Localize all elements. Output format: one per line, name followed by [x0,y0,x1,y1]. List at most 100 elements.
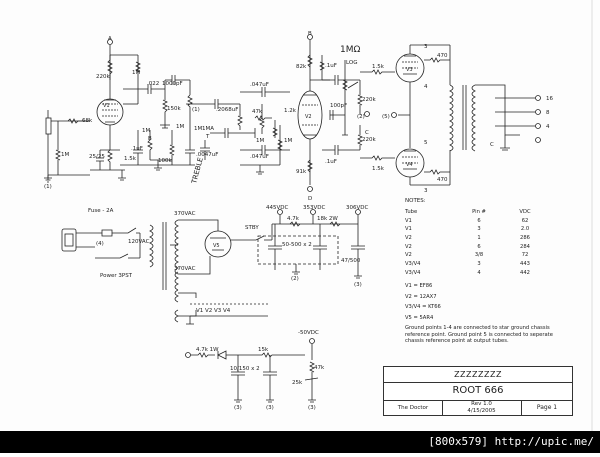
cell: 284 [520,243,530,250]
label-log: LOG [346,60,357,66]
label-node-d: D [308,196,312,202]
label-r-1m-d: 1M [256,138,264,144]
label-neg50vdc: -50VDC [298,330,319,336]
tube-def: V1 = EF86 [405,283,433,290]
label-pin-4: 4 [424,84,428,90]
label-r-1-5k-b: 1.5k [372,64,385,70]
label-gnd-2a: (2) [357,114,365,120]
label-c-50-500: 50-500 x 2 [282,242,312,248]
label-c-022: .022 [147,81,159,87]
label-120vac: 120VAC [128,239,150,245]
label-v1: V1 [103,103,110,109]
label-c-047a: .047uF [250,82,269,88]
notes-col-pin: Pin # [472,208,486,215]
label-r-18k: 18k 2W [317,216,338,222]
label-b: B [148,136,152,142]
cell: 62 [521,217,529,224]
label-gnd-3b: (3) [266,405,274,411]
output-stage [391,44,541,186]
label-t: T [205,134,210,140]
label-r-220k-b: 220k [362,97,376,103]
label-r-1m-in: 1M [61,152,69,158]
cell: V3/V4 [405,269,421,276]
tube-def: V3/V4 = KT66 [405,304,441,311]
label-r-91k: 91k [296,169,307,175]
label-r-470-a: 470 [437,53,448,59]
label-r-1-5k: 1.5k [124,156,137,162]
label-r-4-7k: 4.7k [287,216,300,222]
cell: 6 [477,217,481,224]
label-v5: V5 [213,243,220,249]
iec-inlet [61,228,77,252]
label-gnd-3c: (3) [308,405,316,411]
label-353vdc: 353VDC [303,205,325,211]
cell: 72 [521,252,529,259]
label-c-1000pf: 1000pF [162,81,183,87]
label-r-150k: 150k [167,106,181,112]
title-name: ROOT 666 [384,382,572,401]
cell: 3 [477,261,481,267]
label-gnd-1a: (1) [44,184,52,190]
label-power-switch: Power 3PST [100,273,133,279]
cell: V3/V4 [405,261,421,267]
tube-def: V5 = 5AR4 [405,314,434,321]
phase-inverter [297,34,395,192]
label-c-25-25: 25/25 [89,154,105,160]
power-supply [61,209,365,403]
label-gnd-3d: (3) [354,282,362,288]
label-fuse: Fuse - 2A [88,208,114,214]
revision: Rev 1.0 [471,401,492,407]
revision-box: Rev 1.0 4/15/2005 [442,400,522,416]
label-gnd-5: (5) [382,114,390,120]
label-r-1-5k-c: 1.5k [372,166,385,172]
label-pot-1ma: 1MA [202,126,214,132]
label-r-15k: 15k [258,347,269,353]
label-r-100k: 100k [158,158,172,164]
label-pin-3a: 3 [424,44,428,50]
label-370vac-a: 370VAC [174,211,196,217]
resistor-1m-input [55,121,61,175]
label-stby: STBY [245,225,259,231]
label-out-c: C [490,142,494,148]
tube-def: V2 = 12AX7 [405,293,437,300]
label-pot-25k: 25k [292,380,303,386]
label-r-1-2k: 1.2k [284,108,297,114]
label-445vdc: 445VDC [266,205,288,211]
label-r-47k-b: 47k [314,365,325,371]
label-r-1m-c: 1M [176,124,184,130]
cell: V2 [405,234,412,241]
label-gnd-1b: (1) [192,107,200,113]
tube-definitions: V1 = EF86 V2 = 12AX7 V3/V4 = KT66 V5 = 5… [405,283,575,321]
title-block: ZZZZZZZZ ROOT 666 The Doctor Rev 1.0 4/1… [383,366,573,416]
author: The Doctor [384,400,443,416]
cell: 3 [477,226,481,233]
label-gnd-2b: (2) [291,276,299,282]
label-c-0047: .0047uF [196,152,218,158]
label-r-220k-c: 220k [362,137,376,143]
label-c-1uf-c: .1uF [325,159,337,165]
label-r-1m-b: 1M [142,128,150,134]
label-r-68k: 68k [82,118,93,124]
label-306vdc: 306VDC [346,205,368,211]
label-gnd-3a: (3) [234,405,242,411]
component-labels: 220k 1M .022 1000pF 150k 68k 1M 25/25 1.… [44,31,553,411]
label-node-a: A [108,36,112,42]
title-code: ZZZZZZZZ [384,367,572,383]
label-r-47k: 47k [252,109,263,115]
label-pot-1m: 1M [194,126,202,132]
watermark-bar: [800x579] http://upic.me/ [0,431,600,453]
cell: 442 [520,269,530,276]
date: 4/15/2005 [467,408,496,414]
label-gnd-4: (4) [96,241,104,247]
label-c-10-150: 10/150 x 2 [230,366,260,372]
